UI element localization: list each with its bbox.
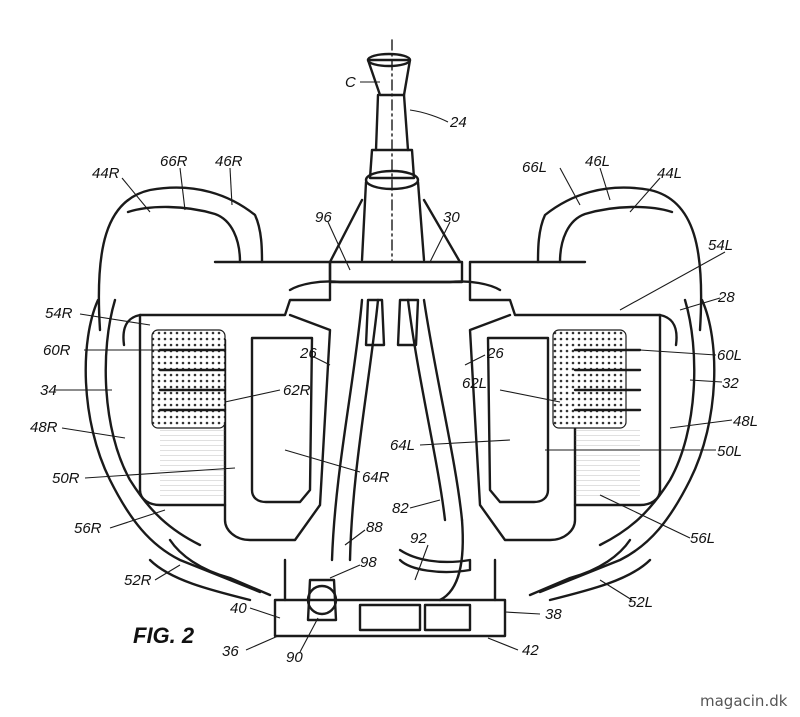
label-56l: 56L xyxy=(690,530,715,547)
label-44l: 44L xyxy=(657,165,682,182)
label-50l: 50L xyxy=(717,443,742,460)
label-64l: 64L xyxy=(390,437,415,454)
label-42: 42 xyxy=(522,642,539,659)
label-32: 32 xyxy=(722,375,739,392)
left-fender-assembly xyxy=(468,186,716,602)
label-52r: 52R xyxy=(124,572,152,589)
label-60r: 60R xyxy=(43,342,71,359)
reference-labels: C 24 44R 66R 46R 66L 46L 44L 96 30 54L 2… xyxy=(30,74,758,666)
label-62r: 62R xyxy=(283,382,311,399)
hoses xyxy=(330,298,472,602)
label-48r: 48R xyxy=(30,419,58,436)
label-54l: 54L xyxy=(708,237,733,254)
label-38: 38 xyxy=(545,606,562,623)
label-98: 98 xyxy=(360,554,377,571)
label-64r: 64R xyxy=(362,469,390,486)
label-34: 34 xyxy=(40,382,57,399)
label-36: 36 xyxy=(222,643,239,660)
figure-title: FIG. 2 xyxy=(133,623,195,648)
label-44r: 44R xyxy=(92,165,120,182)
label-c: C xyxy=(345,74,356,91)
steering-column xyxy=(328,39,462,264)
label-82: 82 xyxy=(392,500,409,517)
label-62l: 62L xyxy=(462,375,487,392)
label-26-left: 26 xyxy=(486,345,504,362)
label-52l: 52L xyxy=(628,594,653,611)
label-46r: 46R xyxy=(215,153,243,170)
label-28: 28 xyxy=(717,289,735,306)
bottom-tray xyxy=(273,558,507,638)
right-fender-assembly xyxy=(84,186,332,602)
label-92: 92 xyxy=(410,530,427,547)
label-26-right: 26 xyxy=(299,345,317,362)
label-66r: 66R xyxy=(160,153,188,170)
label-50r: 50R xyxy=(52,470,80,487)
watermark: magacin.dk xyxy=(700,692,788,710)
label-96: 96 xyxy=(315,209,332,226)
label-40: 40 xyxy=(230,600,247,617)
label-54r: 54R xyxy=(45,305,73,322)
label-24: 24 xyxy=(449,114,467,131)
cross-member xyxy=(288,260,502,292)
label-46l: 46L xyxy=(585,153,610,170)
label-60l: 60L xyxy=(717,347,742,364)
label-56r: 56R xyxy=(74,520,102,537)
label-88: 88 xyxy=(366,519,383,536)
leader-lines xyxy=(55,81,733,653)
label-48l: 48L xyxy=(733,413,758,430)
label-90: 90 xyxy=(286,649,303,666)
label-66l: 66L xyxy=(522,159,547,176)
label-30: 30 xyxy=(443,209,460,226)
